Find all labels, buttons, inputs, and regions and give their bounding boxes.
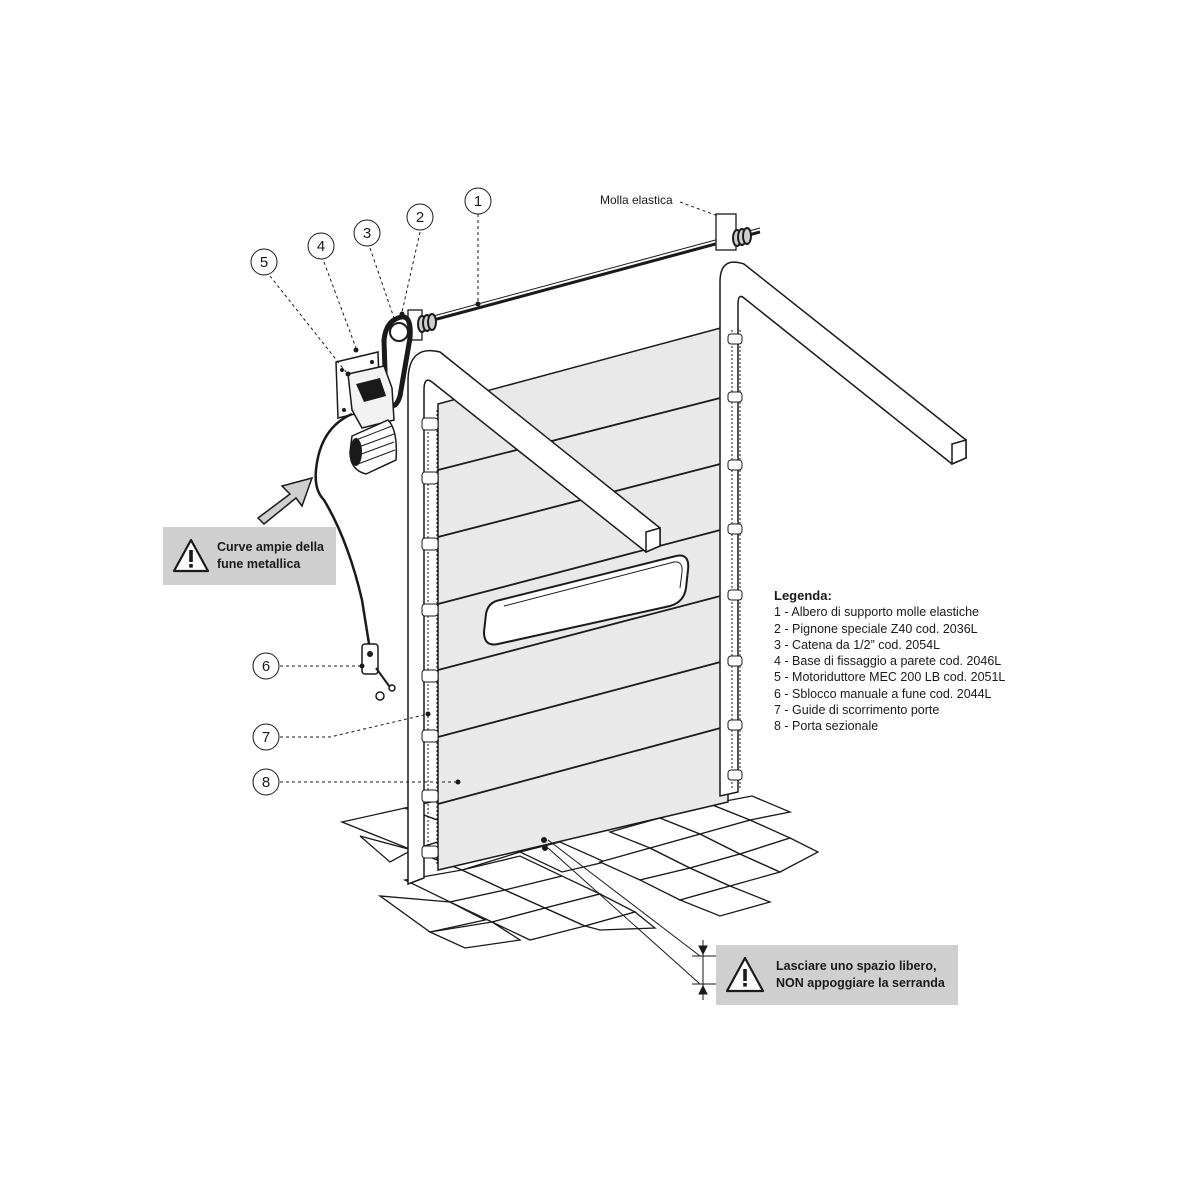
spring-label: Molla elastica (600, 193, 673, 207)
callout-2-label: 2 (416, 209, 424, 226)
steel-cable (314, 412, 372, 651)
legend-item-4: 4 - Base di fissaggio a parete cod. 2046… (774, 654, 1002, 669)
leader-3 (369, 247, 395, 319)
legend-item-1: 1 - Albero di supporto molle elastiche (774, 605, 979, 620)
manual-release-handle (361, 643, 396, 701)
callout-4-label: 4 (317, 238, 325, 255)
spring-shaft (425, 227, 761, 324)
leader-lines (269, 201, 719, 785)
leader-spring (679, 201, 719, 217)
legend-item-2: 2 - Pignone speciale Z40 cod. 2036L (774, 621, 978, 636)
legend: Legenda: 1 - Albero di supporto molle el… (774, 588, 1074, 735)
panel-seam (437, 593, 729, 671)
motor-assembly (335, 314, 413, 475)
right-guide-rail (719, 261, 967, 797)
callout-7: 7 (252, 723, 280, 751)
callout-3-label: 3 (363, 225, 371, 242)
motor-body (349, 419, 398, 475)
legend-item-3: 3 - Catena da 1/2” cod. 2054L (774, 637, 941, 652)
leader-4 (323, 261, 357, 349)
panel-seam (437, 725, 729, 805)
cable-arrow (256, 476, 314, 526)
leader-7 (280, 713, 429, 738)
callout-5-label: 5 (260, 254, 268, 271)
callout-8-label: 8 (262, 774, 270, 791)
pinion (389, 322, 409, 342)
leader-5 (269, 275, 347, 373)
callout-6-label: 6 (262, 658, 270, 675)
callout-5: 5 (250, 248, 278, 276)
panel-seam (437, 395, 729, 471)
legend-item-7: 7 - Guide di scorrimento porte (774, 703, 940, 718)
callout-3: 3 (353, 219, 381, 247)
warning-gap-line1: Lasciare uno spazio libero, (776, 959, 937, 973)
warning-cable-box: Curve ampie della fune metallica (163, 527, 336, 585)
warning-triangle-icon (725, 956, 765, 993)
callout-2: 2 (406, 203, 434, 231)
panel-seam (437, 527, 729, 605)
warning-cable-line1: Curve ampie della (217, 540, 324, 554)
callout-1-label: 1 (474, 193, 482, 210)
callout-8: 8 (252, 768, 280, 796)
gap-dimension (541, 837, 716, 1000)
chain (381, 314, 413, 409)
panel-seam (437, 659, 729, 738)
callout-7-label: 7 (262, 729, 270, 746)
legend-item-5: 5 - Motoriduttore MEC 200 LB cod. 2051L (774, 670, 1006, 685)
legend-item-6: 6 - Sblocco manuale a fune cod. 2044L (774, 686, 992, 701)
warning-gap-box: Lasciare uno spazio libero, NON appoggia… (716, 945, 958, 1005)
warning-triangle-icon (172, 538, 210, 573)
callout-1: 1 (464, 187, 492, 215)
spring-bracket-right (715, 213, 752, 251)
door-window (482, 554, 690, 646)
leader-2 (401, 231, 421, 313)
callout-4: 4 (307, 232, 335, 260)
floor-paving (339, 795, 820, 949)
warning-gap-text: Lasciare uno spazio libero, NON appoggia… (776, 958, 945, 992)
warning-cable-text: Curve ampie della fune metallica (217, 539, 324, 573)
callouts: 1 2 3 4 5 6 7 (250, 187, 492, 796)
warning-cable-line2: fune metallica (217, 557, 301, 571)
legend-item-8: 8 - Porta sezionale (774, 719, 879, 734)
warning-gap-line2: NON appoggiare la serranda (776, 976, 945, 990)
callout-6: 6 (252, 652, 280, 680)
sectional-door (437, 325, 729, 871)
left-guide-rail (407, 349, 661, 886)
legend-title: Legenda: (774, 588, 832, 603)
